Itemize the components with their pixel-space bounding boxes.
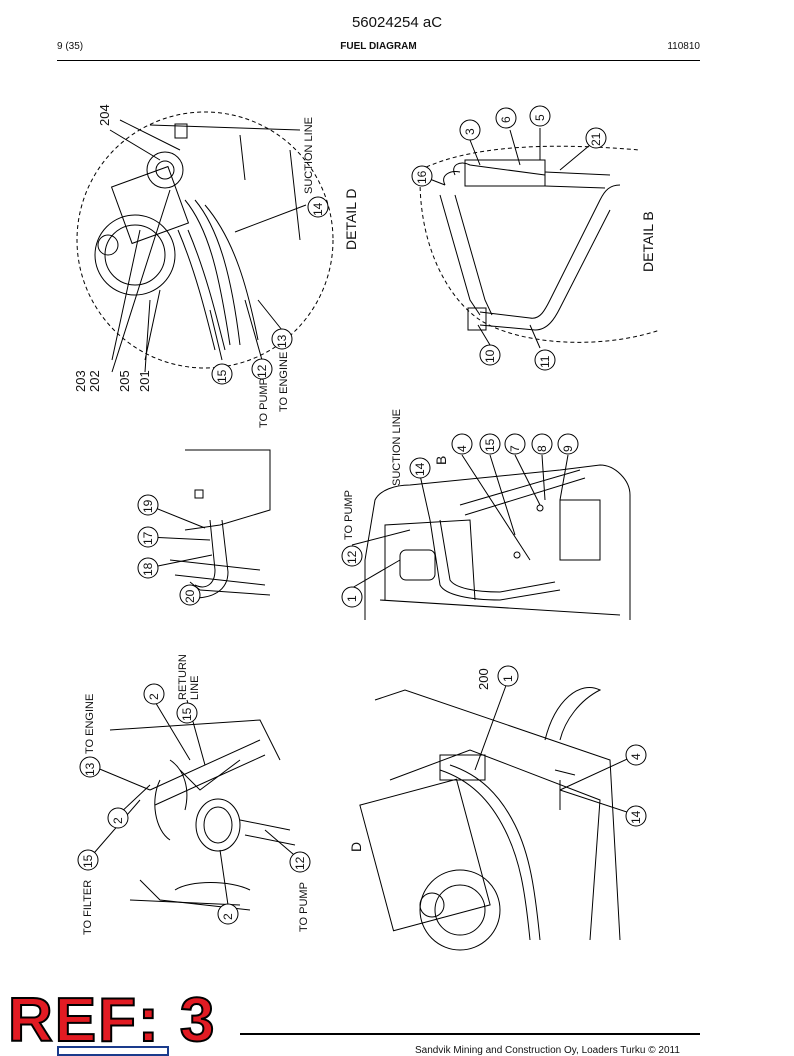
loader-overall-drawing xyxy=(359,687,621,951)
callout-15-tl: 15 xyxy=(215,369,229,383)
callout-15-bl-b: 15 xyxy=(180,707,194,721)
callout-14-br: 14 xyxy=(629,810,643,824)
callout-12-tl: 12 xyxy=(255,364,269,378)
callout-18: 18 xyxy=(141,562,155,576)
label-letter-d: D xyxy=(348,841,364,852)
header-rule xyxy=(57,60,700,61)
callout-1-br: 1 xyxy=(501,675,515,682)
callout-11: 11 xyxy=(538,355,552,368)
callout-17: 17 xyxy=(141,531,155,545)
label-to-pump-tl: TO PUMP xyxy=(258,378,270,428)
callout-4-mr: 4 xyxy=(455,445,469,452)
callout-9: 9 xyxy=(561,445,575,452)
label-to-pump-mr: TO PUMP xyxy=(343,490,355,540)
callout-20: 20 xyxy=(183,589,197,603)
callout-201: 201 xyxy=(137,370,152,392)
label-suction-line-mr: SUCTION LINE xyxy=(391,408,403,486)
document-code: 56024254 aC xyxy=(351,14,443,31)
callout-2-bl-c: 2 xyxy=(221,913,235,920)
page-title: FUEL DIAGRAM xyxy=(340,41,417,52)
label-detail-b: DETAIL B xyxy=(640,211,656,272)
callout-8: 8 xyxy=(535,445,549,452)
callout-7: 7 xyxy=(508,445,522,452)
engine-detail-drawing xyxy=(109,719,296,911)
callout-14-mr: 14 xyxy=(413,462,427,476)
ref-stamp: REF: 3 xyxy=(7,985,217,1056)
detail-b-drawing xyxy=(419,145,661,343)
label-to-filter: TO FILTER xyxy=(82,879,94,935)
footer-copyright: Sandvik Mining and Construction Oy, Load… xyxy=(415,1045,680,1056)
label-suction-line-tl: SUCTION LINE xyxy=(303,116,315,194)
callout-12-bl: 12 xyxy=(293,856,307,870)
callout-13-bl: 13 xyxy=(83,762,97,776)
callout-19: 19 xyxy=(141,499,155,513)
callout-6: 6 xyxy=(499,116,513,123)
label-to-pump-bl: TO PUMP xyxy=(298,882,310,932)
callout-204: 204 xyxy=(97,104,112,126)
callout-200: 200 xyxy=(476,668,491,690)
callout-15-mr: 15 xyxy=(483,438,497,452)
label-to-engine-tl: TO ENGINE xyxy=(278,351,290,412)
callout-1-mr: 1 xyxy=(345,595,359,602)
callout-16: 16 xyxy=(415,170,429,184)
callout-circles xyxy=(77,105,647,925)
footer-rule xyxy=(240,1033,700,1035)
callout-202: 202 xyxy=(87,370,102,392)
callout-4-br: 4 xyxy=(629,753,643,760)
callout-3: 3 xyxy=(463,128,477,135)
callout-205: 205 xyxy=(117,370,132,392)
loader-side-drawing xyxy=(364,464,631,620)
callout-12-mr: 12 xyxy=(345,550,359,564)
document-date: 110810 xyxy=(667,41,700,52)
label-letter-b: B xyxy=(433,455,449,465)
callout-2-bl-b: 2 xyxy=(147,693,161,700)
label-detail-d: DETAIL D xyxy=(343,188,359,250)
page-number: 9 (35) xyxy=(57,41,84,52)
callout-15-bl-a: 15 xyxy=(81,854,95,868)
callout-2-bl-a: 2 xyxy=(111,817,125,824)
callout-203: 203 xyxy=(73,370,88,392)
callout-5: 5 xyxy=(533,114,547,121)
callout-13-tl: 13 xyxy=(275,334,289,348)
fuel-tank-drawing xyxy=(169,449,271,599)
label-return-line: RETURN LINE xyxy=(177,654,201,700)
callout-10: 10 xyxy=(483,349,497,363)
leader-lines xyxy=(87,128,637,906)
label-to-engine-bl: TO ENGINE xyxy=(84,693,96,754)
sandvik-logo xyxy=(57,1046,169,1056)
callout-21: 21 xyxy=(589,132,603,146)
detail-d-drawing xyxy=(76,111,334,369)
callout-14-tl: 14 xyxy=(311,202,325,216)
